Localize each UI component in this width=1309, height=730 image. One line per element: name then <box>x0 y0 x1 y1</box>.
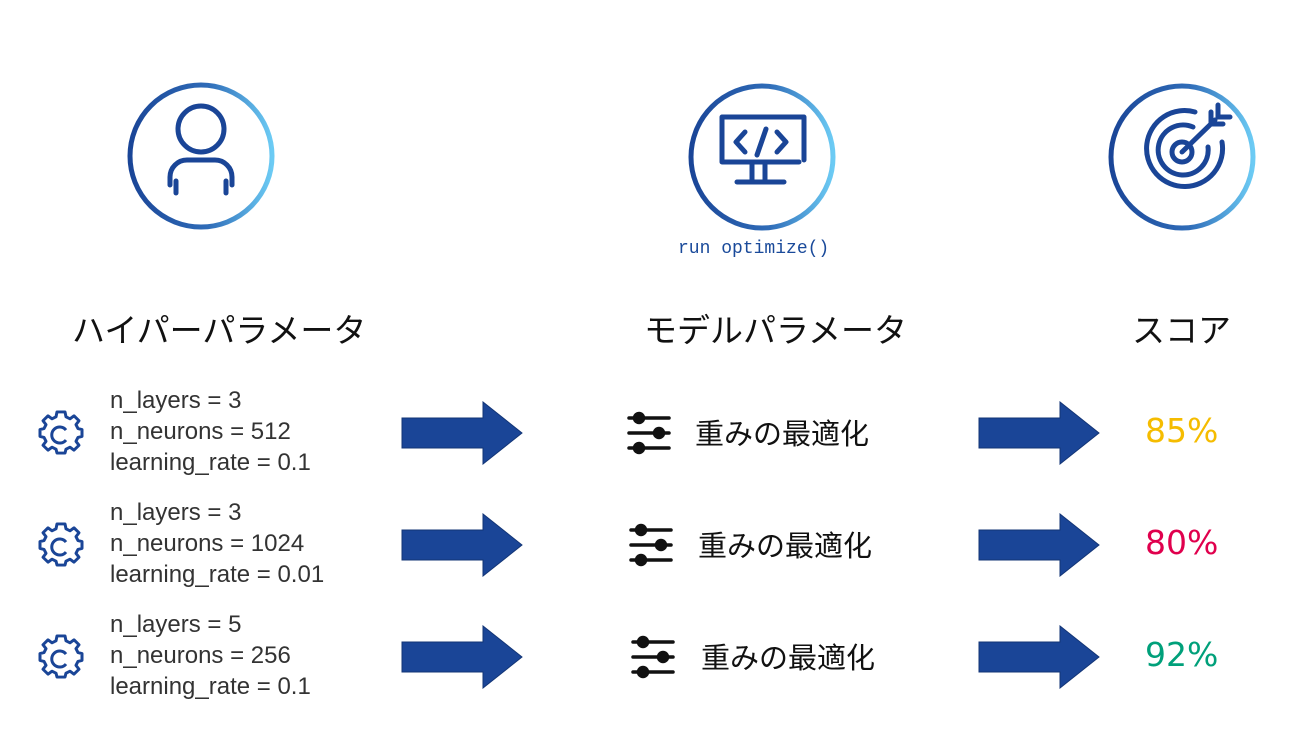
hyperparameter-heading: ハイパーパラメータ <box>72 311 367 350</box>
sliders-icon <box>629 523 673 567</box>
target-icon <box>1108 83 1256 231</box>
model-parameter-heading: モデルパラメータ <box>644 311 908 350</box>
right-arrow-icon <box>401 625 523 689</box>
score-value: 92% <box>1145 635 1219 674</box>
weight-optimization-label: 重みの最適化 <box>698 529 873 563</box>
score-heading: スコア <box>1132 311 1231 350</box>
right-arrow-icon <box>978 625 1100 689</box>
param-n-layers: n_layers = 3 <box>110 499 242 526</box>
right-arrow-icon <box>401 513 523 577</box>
param-n-neurons: n_neurons = 256 <box>110 642 291 669</box>
right-arrow-icon <box>978 513 1100 577</box>
run-optimize-caption: run optimize() <box>678 239 830 259</box>
sliders-icon <box>631 635 675 679</box>
score-value: 85% <box>1145 411 1219 450</box>
param-n-neurons: n_neurons = 1024 <box>110 530 305 557</box>
gear-icon <box>38 522 84 567</box>
gear-icon <box>38 410 84 455</box>
right-arrow-icon <box>978 401 1100 465</box>
score-value: 80% <box>1145 523 1219 562</box>
hyperparameter-list: n_layers = 3 n_neurons = 1024 learning_r… <box>110 497 324 590</box>
param-learning-rate: learning_rate = 0.1 <box>110 673 311 700</box>
monitor-code-icon <box>688 83 836 231</box>
sliders-icon <box>627 411 671 455</box>
right-arrow-icon <box>401 401 523 465</box>
weight-optimization-label: 重みの最適化 <box>701 641 876 675</box>
weight-optimization-label: 重みの最適化 <box>695 417 870 451</box>
param-learning-rate: learning_rate = 0.1 <box>110 449 311 476</box>
param-n-layers: n_layers = 3 <box>110 387 242 414</box>
hyperparameter-list: n_layers = 3 n_neurons = 512 learning_ra… <box>110 385 311 478</box>
param-n-neurons: n_neurons = 512 <box>110 418 291 445</box>
person-icon <box>127 82 275 230</box>
param-n-layers: n_layers = 5 <box>110 611 242 638</box>
param-learning-rate: learning_rate = 0.01 <box>110 561 325 588</box>
hyperparameter-list: n_layers = 5 n_neurons = 256 learning_ra… <box>110 609 311 702</box>
gear-icon <box>38 634 84 679</box>
